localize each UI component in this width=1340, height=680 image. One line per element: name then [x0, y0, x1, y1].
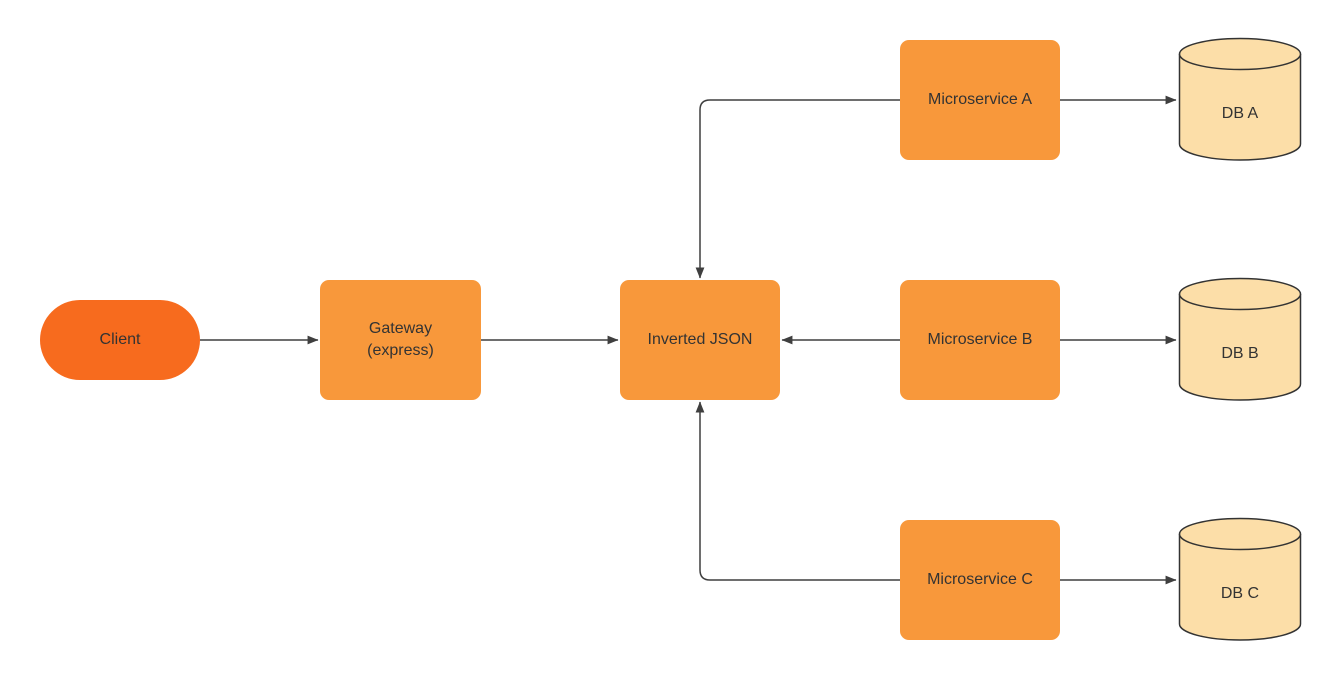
node-inverted-json: Inverted JSON	[620, 280, 780, 400]
node-db-a-label: DB A	[1221, 104, 1259, 122]
node-db-c-label: DB C	[1220, 584, 1260, 602]
node-microservice-b: Microservice B	[900, 280, 1060, 400]
node-microservice-c-label: Microservice C	[927, 571, 1033, 589]
node-db-a: DB A	[1178, 37, 1302, 162]
node-inverted-json-label: Inverted JSON	[647, 331, 753, 349]
edge-microservice-c-invertedjson	[695, 401, 900, 581]
node-db-b: DB B	[1178, 277, 1302, 402]
node-microservice-a: Microservice A	[900, 40, 1060, 160]
node-db-c: DB C	[1178, 517, 1302, 642]
cylinder-shape	[1178, 277, 1302, 401]
node-client-label: Client	[99, 331, 141, 349]
node-db-b-label: DB B	[1221, 344, 1259, 362]
node-gateway-label-line1: Gateway	[368, 320, 433, 338]
cylinder-shape	[1178, 37, 1302, 161]
cylinder-shape	[1178, 517, 1302, 641]
edge-microservice-a-invertedjson	[695, 99, 900, 279]
node-client: Client	[40, 300, 200, 380]
node-microservice-b-label: Microservice B	[927, 331, 1033, 349]
node-microservice-c: Microservice C	[900, 520, 1060, 640]
node-microservice-a-label: Microservice A	[927, 91, 1033, 109]
node-gateway-label-line2: (express)	[367, 342, 434, 359]
node-gateway: Gateway (express)	[320, 280, 481, 400]
